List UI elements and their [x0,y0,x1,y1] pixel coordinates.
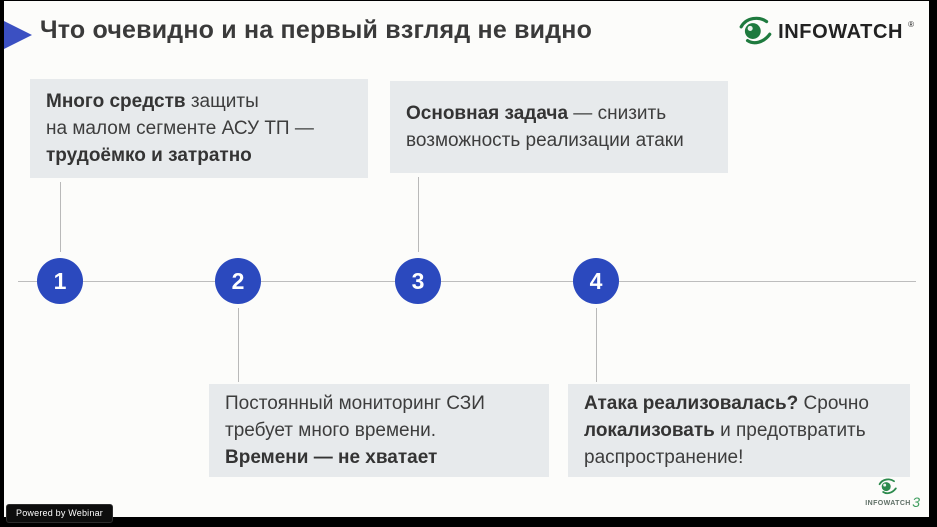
info-box-line: на малом сегменте АСУ ТП — [46,118,314,139]
page-title: Что очевидно и на первый взгляд не видно [40,16,593,44]
info-box-line: Много средств защиты [46,91,259,112]
infowatch-logo: INFOWATCH ® [738,14,914,51]
connector-line-4 [596,308,597,382]
timeline-step-3: 3 [395,258,441,304]
info-box-line: Постоянный мониторинг СЗИ [225,393,485,414]
timeline-step-1: 1 [37,258,83,304]
connector-line-2 [238,308,239,382]
title-arrow-icon [4,21,32,49]
timeline-step-4: 4 [573,258,619,304]
watermark-logo: INFOWATCH 3 [860,477,920,510]
infowatch-eye-icon [738,14,774,51]
info-box-line: требует много времени. [225,420,437,441]
info-box-line: Основная задача — снизить [406,103,667,124]
powered-by-webinar-badge[interactable]: Powered by Webinar [6,504,113,523]
logo-trademark: ® [908,20,914,29]
info-box-line: Атака реализовалась? Срочно [584,393,869,414]
info-box-line: локализовать и предотвратить [584,420,866,441]
connector-line-1 [60,182,61,252]
info-box-line: возможность реализации атаки [406,130,684,151]
slide-page-number: 3 [912,494,920,510]
watermark-eye-icon [877,478,899,499]
watermark-text: INFOWATCH [865,500,911,507]
timeline-step-2: 2 [215,258,261,304]
info-box-line: распространение! [584,447,744,468]
logo-text: INFOWATCH [778,21,904,43]
info-box-line: Времени — не хватает [225,447,438,468]
timeline-axis [18,281,916,282]
info-box-line: трудоёмко и затратно [46,145,252,166]
info-box-2: Основная задача — снизить возможность реа… [390,81,728,173]
connector-line-3 [418,177,419,252]
info-box-4: Атака реализовалась? Срочно локализовать … [568,384,910,477]
info-box-3: Постоянный мониторинг СЗИ требует много в… [209,384,549,477]
info-box-1: Много средств защиты на малом сегменте АС… [30,79,368,178]
slide: Что очевидно и на первый взгляд не видно… [4,1,929,517]
